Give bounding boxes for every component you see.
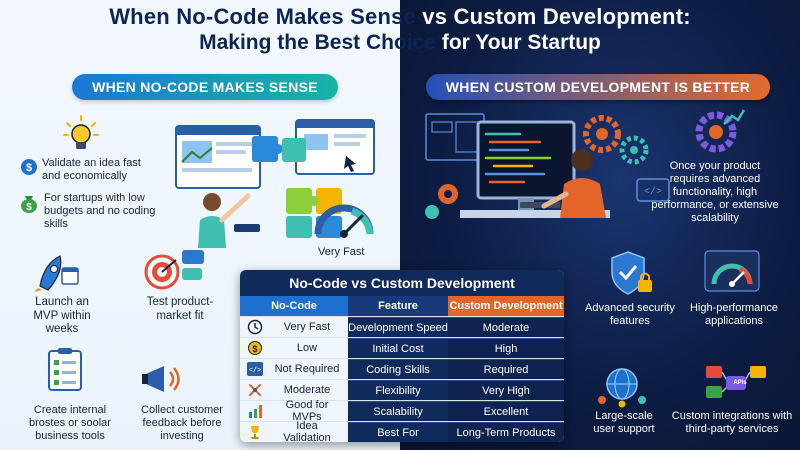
- api-integration-icon: [706, 366, 766, 398]
- code-icon: </>: [244, 361, 266, 378]
- dollar-icon: $: [244, 340, 266, 357]
- feature-cell: Scalability: [348, 401, 448, 421]
- test-pmf-text: Test product-market fit: [146, 296, 214, 322]
- lightbulb-icon: [63, 115, 99, 149]
- bullet-low-budget: For startups with low budgets and no cod…: [44, 192, 156, 230]
- no-code-cell: Good for MVPs: [285, 399, 329, 423]
- feature-cell: Initial Cost: [348, 338, 448, 358]
- no-code-heading: WHEN NO-CODE MAKES SENSE: [72, 74, 338, 100]
- feature-cell: Best For: [348, 422, 448, 442]
- performance-text: High-performance applications: [689, 302, 779, 327]
- custom-dev-heading: WHEN CUSTOM DEVELOPMENT IS BETTER: [426, 74, 770, 100]
- table-row: Moderate Flexibility Very High: [240, 379, 564, 400]
- security-text: Advanced security features: [585, 302, 675, 327]
- code-tag-icon: </>: [636, 178, 670, 202]
- clock-icon: [244, 319, 266, 336]
- performance-gauge-icon: [704, 250, 760, 292]
- checklist-icon: [48, 348, 82, 391]
- svg-text:$: $: [252, 344, 257, 354]
- custom-cell: Very High: [448, 380, 564, 400]
- developer-illustration: [425, 113, 610, 219]
- title-line1-right: vs Custom Development:: [422, 4, 691, 29]
- feedback-text: Collect customer feedback before investi…: [141, 404, 223, 442]
- table-header-row: No-Code Feature Custom Development: [240, 296, 564, 316]
- feature-cell: Flexibility: [348, 380, 448, 400]
- rocket-icon: [34, 255, 79, 292]
- no-code-illustration: [175, 119, 375, 248]
- money-bag-icon: $: [21, 196, 37, 213]
- title-line2-left: Making the Best Choice: [199, 31, 442, 55]
- header-feature: Feature: [348, 296, 448, 316]
- scalability-text: Once your product requires advanced func…: [651, 160, 779, 224]
- custom-cell: High: [448, 338, 564, 358]
- shield-icon: [611, 251, 652, 295]
- feature-cell: Development Speed: [348, 317, 448, 337]
- no-code-cell: Not Required: [274, 363, 340, 375]
- arrows-icon: [244, 382, 266, 399]
- bullet-validate: Validate an idea fast and economically: [42, 157, 141, 182]
- title-line2-right: for Your Startup: [441, 31, 601, 55]
- internal-tools-text: Create internal brostes or soolar busine…: [29, 404, 111, 442]
- custom-cell: Required: [448, 359, 564, 379]
- dollar-icon: $: [21, 159, 37, 175]
- custom-cell: Excellent: [448, 401, 564, 421]
- svg-text:</>: </>: [249, 367, 262, 375]
- header-custom-development: Custom Development: [448, 296, 564, 316]
- integrations-text: Custom integrations with third-party ser…: [671, 410, 793, 435]
- table-row: Good for MVPs Scalability Excellent: [240, 399, 564, 423]
- chart-icon: [244, 403, 266, 420]
- title-line1-left: When No-Code Makes Sense: [109, 4, 423, 29]
- table-row: Idea Validation Best For Long-Term Produ…: [240, 420, 564, 442]
- page-title: When No-Code Makes Sense vs Custom Devel…: [0, 4, 800, 55]
- scalability-gear-icon: [695, 109, 746, 153]
- globe-users-icon: [598, 368, 646, 408]
- speedometer-icon: [314, 204, 374, 238]
- comparison-table: No-Code vs Custom Development No-Code Fe…: [240, 270, 564, 442]
- trophy-icon: [244, 424, 266, 441]
- user-support-text: Large-scale user support: [593, 410, 655, 435]
- table-title: No-Code vs Custom Development: [240, 270, 564, 296]
- gauge-label: Very Fast: [318, 246, 365, 258]
- table-row: </> Not Required Coding Skills Required: [240, 358, 564, 379]
- no-code-cell: Idea Validation: [283, 420, 331, 442]
- target-icon: [144, 250, 204, 290]
- table-row: Very Fast Development Speed Moderate: [240, 316, 564, 337]
- gears-icon: [583, 115, 649, 165]
- megaphone-icon: [142, 366, 180, 392]
- apis-badge: APIs: [733, 380, 747, 386]
- svg-text:$: $: [26, 202, 32, 213]
- no-code-cell: Moderate: [283, 384, 331, 396]
- custom-cell: Long-Term Products: [448, 422, 564, 442]
- no-code-cell: Low: [296, 342, 318, 354]
- feature-cell: Coding Skills: [348, 359, 448, 379]
- launch-mvp-text: Launch an MVP within weeks: [33, 296, 91, 336]
- no-code-cell: Very Fast: [283, 321, 331, 333]
- svg-text:$: $: [26, 162, 32, 174]
- table-row: $ Low Initial Cost High: [240, 337, 564, 358]
- svg-text:</>: </>: [644, 186, 662, 198]
- header-no-code: No-Code: [240, 296, 348, 316]
- custom-cell: Moderate: [448, 317, 564, 337]
